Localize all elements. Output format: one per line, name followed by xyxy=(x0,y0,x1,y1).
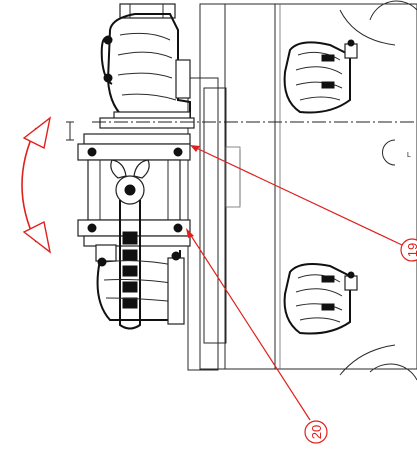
valve-body xyxy=(77,133,191,330)
mounting-frame: L xyxy=(187,0,417,381)
rotation-arrow-icon xyxy=(21,116,52,254)
upper-hose xyxy=(283,39,358,114)
upper-elbow xyxy=(99,3,195,129)
lower-hose xyxy=(283,263,358,335)
callout-20-number: 20 xyxy=(309,425,324,439)
lower-elbow xyxy=(95,244,185,325)
section-tag xyxy=(66,121,74,141)
callout-19-number: 19 xyxy=(405,243,417,257)
section-mark-letter: L xyxy=(407,152,411,159)
callout-19: 19 xyxy=(190,145,417,262)
callout-20: 20 xyxy=(186,228,328,444)
